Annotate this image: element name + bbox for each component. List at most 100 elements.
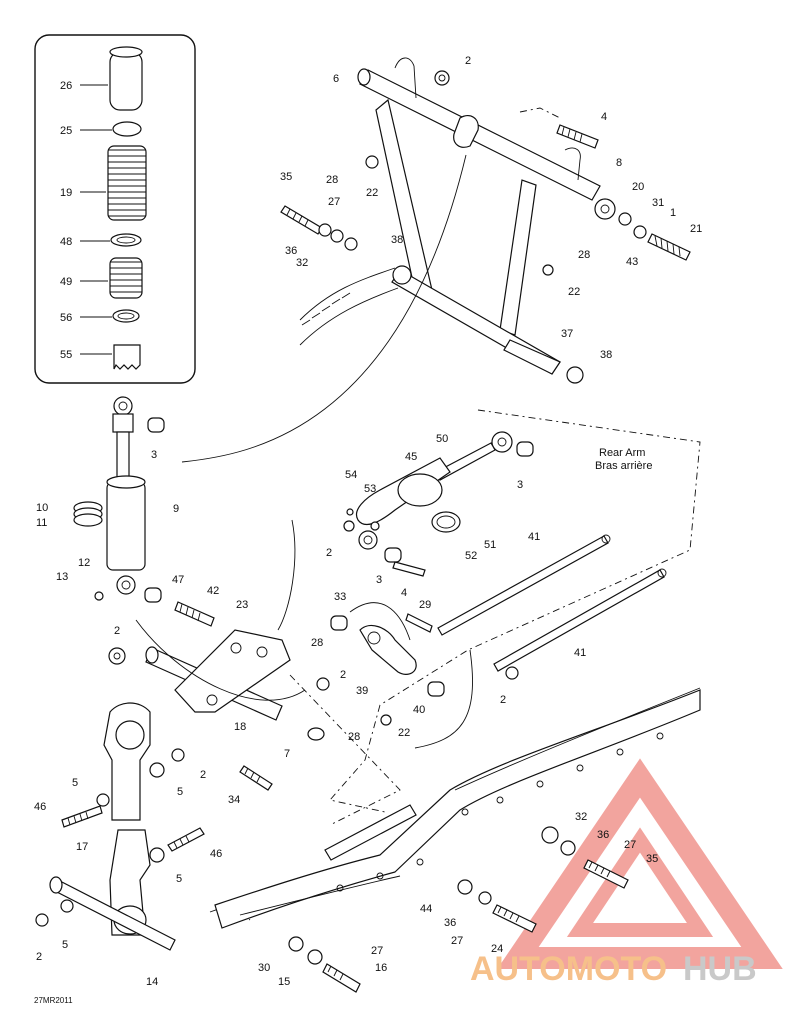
spring-49 xyxy=(109,257,143,299)
rear-arm-label-en: Rear Arm xyxy=(599,447,645,459)
callout-39: 39 xyxy=(356,685,368,697)
callout-36: 36 xyxy=(285,245,297,257)
callout-24: 24 xyxy=(491,943,503,955)
callout-1: 1 xyxy=(670,207,676,219)
callout-9: 9 xyxy=(173,503,179,515)
callout-3b: 3 xyxy=(517,479,523,491)
callout-37: 37 xyxy=(561,328,573,340)
callout-2g: 2 xyxy=(36,951,42,963)
callout-21: 21 xyxy=(690,223,702,235)
callout-41: 41 xyxy=(528,531,540,543)
callout-27b: 27 xyxy=(624,839,636,851)
callout-41b: 41 xyxy=(574,647,586,659)
callout-29: 29 xyxy=(419,599,431,611)
callout-22: 22 xyxy=(366,187,378,199)
callout-50: 50 xyxy=(436,433,448,445)
callout-32b: 32 xyxy=(575,811,587,823)
callout-27c: 27 xyxy=(451,935,463,947)
callout-35b: 35 xyxy=(646,853,658,865)
callout-52: 52 xyxy=(465,550,477,562)
callout-2e: 2 xyxy=(500,694,506,706)
callout-45: 45 xyxy=(405,451,417,463)
callout-46: 46 xyxy=(34,801,46,813)
callout-13: 13 xyxy=(56,571,68,583)
callout-22c: 22 xyxy=(398,727,410,739)
callout-46b: 46 xyxy=(210,848,222,860)
callout-27: 27 xyxy=(328,196,340,208)
callout-7: 7 xyxy=(284,748,290,760)
callout-27d: 27 xyxy=(371,945,383,957)
callout-23: 23 xyxy=(236,599,248,611)
callout-28d: 28 xyxy=(348,731,360,743)
callout-2b: 2 xyxy=(114,625,120,637)
callout-16: 16 xyxy=(375,962,387,974)
callout-5b: 5 xyxy=(177,786,183,798)
callout-14: 14 xyxy=(146,976,158,988)
rear-arm-label-fr: Bras arrière xyxy=(595,460,652,472)
callout-36c: 36 xyxy=(444,917,456,929)
tie-rods xyxy=(405,534,667,680)
callout-55: 55 xyxy=(60,349,72,361)
callout-54: 54 xyxy=(345,469,357,481)
spring-19 xyxy=(107,145,147,221)
callout-49: 49 xyxy=(60,276,72,288)
callout-5: 5 xyxy=(72,777,78,789)
callout-30: 30 xyxy=(258,962,270,974)
callout-26: 26 xyxy=(60,80,72,92)
callout-2f: 2 xyxy=(200,769,206,781)
callout-19: 19 xyxy=(60,187,72,199)
callout-56: 56 xyxy=(60,312,72,324)
callout-32: 32 xyxy=(296,257,308,269)
callout-34: 34 xyxy=(228,794,240,806)
callout-36b: 36 xyxy=(597,829,609,841)
slide-rail xyxy=(214,687,701,993)
callout-2c: 2 xyxy=(340,669,346,681)
callout-3c: 3 xyxy=(376,574,382,586)
callout-38b: 38 xyxy=(600,349,612,361)
callout-18: 18 xyxy=(234,721,246,733)
callout-38: 38 xyxy=(391,234,403,246)
callout-labels: 26 25 19 48 49 56 55 6 2 4 8 20 31 1 21 … xyxy=(34,55,702,1005)
callout-10: 10 xyxy=(36,502,48,514)
front-arm-assembly xyxy=(280,57,691,384)
callout-44: 44 xyxy=(420,903,432,915)
callout-25: 25 xyxy=(60,125,72,137)
svg-text:AUTOMOTO: AUTOMOTO xyxy=(470,950,667,988)
callout-20: 20 xyxy=(632,181,644,193)
callout-51: 51 xyxy=(484,539,496,551)
callout-2: 2 xyxy=(465,55,471,67)
callout-11: 11 xyxy=(36,517,47,529)
callout-33: 33 xyxy=(334,591,346,603)
callout-15: 15 xyxy=(278,976,290,988)
callout-35: 35 xyxy=(280,171,292,183)
callout-4: 4 xyxy=(601,111,607,123)
inset-box xyxy=(34,34,196,384)
watermark-logo xyxy=(497,758,783,969)
callout-42: 42 xyxy=(207,585,219,597)
callout-17: 17 xyxy=(76,841,88,853)
callout-53: 53 xyxy=(364,483,376,495)
callout-28b: 28 xyxy=(578,249,590,261)
rear-arm-outline xyxy=(329,409,701,813)
callout-3: 3 xyxy=(151,449,157,461)
callout-12: 12 xyxy=(78,557,90,569)
callout-5c: 5 xyxy=(176,873,182,885)
callout-40: 40 xyxy=(413,704,425,716)
callout-22b: 22 xyxy=(568,286,580,298)
svg-text:HUB: HUB xyxy=(683,950,757,988)
callout-31: 31 xyxy=(652,197,664,209)
callout-8: 8 xyxy=(616,157,622,169)
callout-6: 6 xyxy=(333,73,339,85)
callout-28: 28 xyxy=(326,174,338,186)
rear-shock-assembly xyxy=(73,396,165,603)
lower-left-brackets xyxy=(35,702,205,951)
watermark-text: AUTOMOTO HUB xyxy=(470,950,757,988)
callout-5d: 5 xyxy=(62,939,68,951)
callout-48: 48 xyxy=(60,236,72,248)
callout-43: 43 xyxy=(626,256,638,268)
callout-47: 47 xyxy=(172,574,184,586)
center-linkage xyxy=(108,601,445,791)
callout-4b: 4 xyxy=(401,587,407,599)
callout-28c: 28 xyxy=(311,637,323,649)
